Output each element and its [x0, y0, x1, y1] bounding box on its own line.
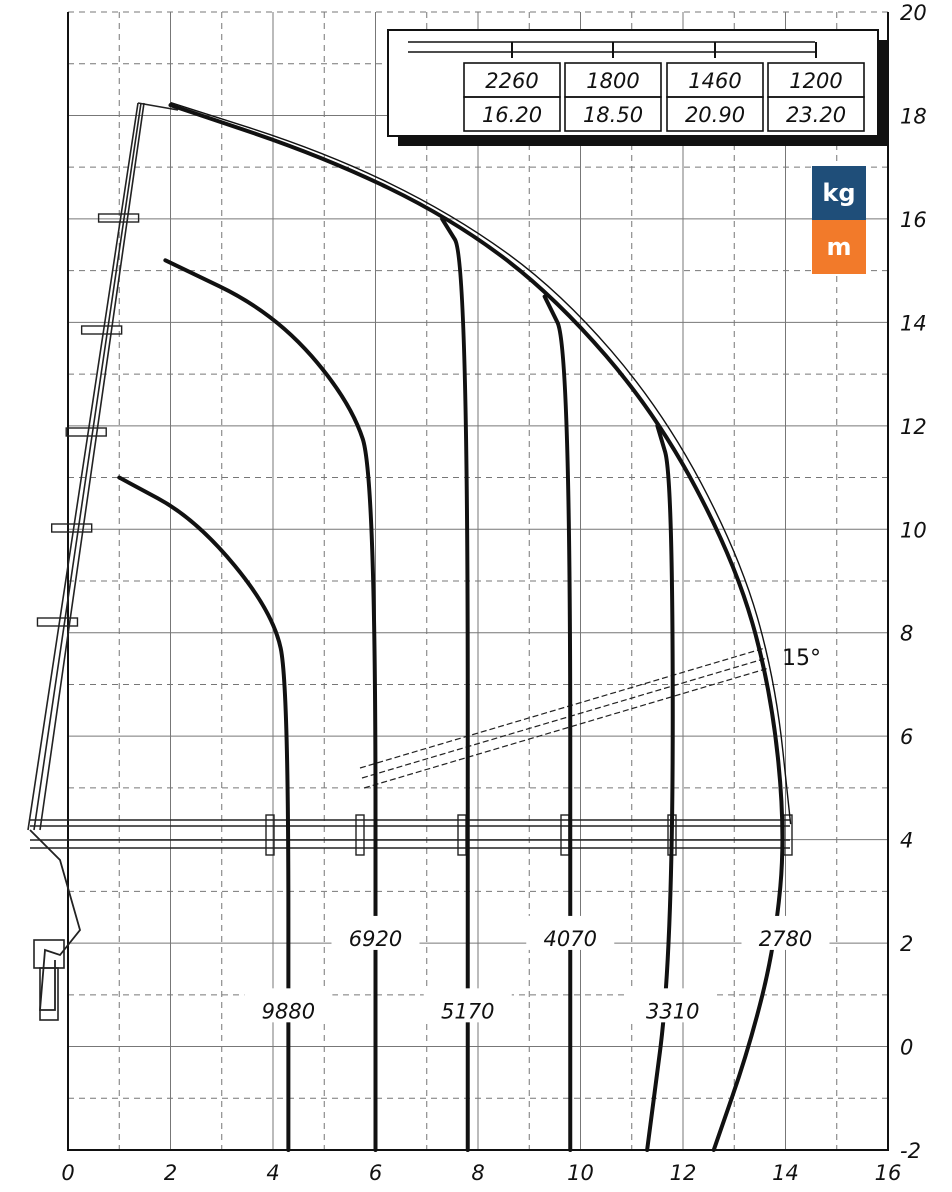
capacity-curve	[163, 258, 378, 1152]
meter-badge: m	[812, 220, 866, 274]
table-capacity: 1800	[586, 69, 639, 93]
y-tick-label: 14	[900, 311, 927, 335]
label-gap	[741, 915, 830, 950]
capacity-curve	[542, 294, 573, 1152]
table-reach: 16.20	[482, 103, 542, 127]
angle-label: 15°	[782, 646, 821, 671]
capacity-curves	[117, 101, 830, 1152]
raised-boom-line	[27, 102, 139, 831]
y-tick-label: 6	[900, 725, 913, 749]
label-gap	[331, 915, 420, 950]
boom-joint	[36, 617, 79, 627]
x-tick-label: 8	[471, 1161, 484, 1185]
raised-boom-line	[33, 102, 142, 831]
y-tick-label: 4	[900, 829, 913, 853]
crane-drawing	[27, 102, 793, 1021]
capacity-curve	[645, 423, 675, 1152]
boom-joint	[355, 814, 365, 856]
capacity-label: 4070	[544, 927, 597, 951]
boom-joint	[560, 814, 570, 856]
crane-leg	[39, 967, 59, 1021]
outer-envelope	[170, 101, 792, 825]
x-tick-label: 10	[567, 1161, 594, 1185]
table-cell	[767, 96, 865, 132]
label-gap	[423, 988, 512, 1023]
y-tick-label: 20	[900, 1, 927, 25]
x-tick-label: 16	[875, 1161, 902, 1185]
x-tick-label: 6	[369, 1161, 382, 1185]
capacity-label: 6920	[349, 927, 402, 951]
x-tick-label: 14	[772, 1161, 799, 1185]
capacity-labels: 9880 6920 5170 4070 3310 2780 15°	[262, 646, 821, 1023]
label-gap	[526, 915, 615, 950]
capacity-curve	[117, 475, 291, 1152]
table-cell	[666, 96, 764, 132]
kg-badge-label: kg	[822, 179, 856, 207]
x-tick-label: 12	[670, 1161, 697, 1185]
table-reach: 20.90	[685, 103, 745, 127]
y-tick-label: 10	[900, 518, 927, 542]
inclined-boom-line	[363, 667, 770, 789]
y-tick-label: 18	[900, 104, 927, 128]
label-gap	[244, 988, 333, 1023]
load-table: 2260 16.20 1800 18.50 1460 20.90 1200 23.20	[387, 29, 888, 146]
inclined-boom-line	[361, 657, 768, 779]
capacity-curve	[440, 216, 470, 1152]
table-capacity: 1200	[789, 69, 842, 93]
label-gap	[628, 988, 717, 1023]
boom-joint	[65, 427, 107, 437]
y-tick-label: 16	[900, 208, 927, 232]
boom-joint	[265, 814, 275, 856]
boom-joint	[457, 814, 467, 856]
kg-badge: kg	[812, 166, 866, 220]
table-frame	[387, 29, 879, 137]
y-tick-label: 0	[900, 1036, 913, 1060]
table-cell	[564, 96, 662, 132]
raised-boom-line	[39, 102, 145, 831]
capacity-label: 9880	[262, 999, 315, 1023]
x-tick-label: 2	[164, 1161, 177, 1185]
x-tick-label: 4	[266, 1161, 279, 1185]
table-capacity: 2260	[485, 69, 538, 93]
y-tick-label: -2	[900, 1139, 921, 1163]
capacity-label: 3310	[646, 999, 699, 1023]
crane-column	[29, 829, 81, 1011]
boom-joint	[97, 213, 140, 223]
inclined-boom-line	[359, 647, 766, 769]
plot-frame	[67, 12, 889, 1151]
table-cell	[463, 96, 561, 132]
capacity-label: 2780	[759, 927, 812, 951]
y-tick-label: 8	[900, 622, 913, 646]
y-tick-label: 2	[900, 932, 913, 956]
boom-joint	[50, 523, 93, 533]
table-reach: 18.50	[583, 103, 643, 127]
table-capacity: 1460	[688, 69, 741, 93]
capacity-label: 5170	[441, 999, 494, 1023]
table-reach: 23.20	[786, 103, 846, 127]
x-tick-label: 0	[61, 1161, 74, 1185]
meter-badge-label: m	[826, 233, 852, 261]
boom-joint	[80, 325, 123, 335]
boom-tip	[137, 102, 179, 111]
y-tick-label: 12	[900, 415, 927, 439]
